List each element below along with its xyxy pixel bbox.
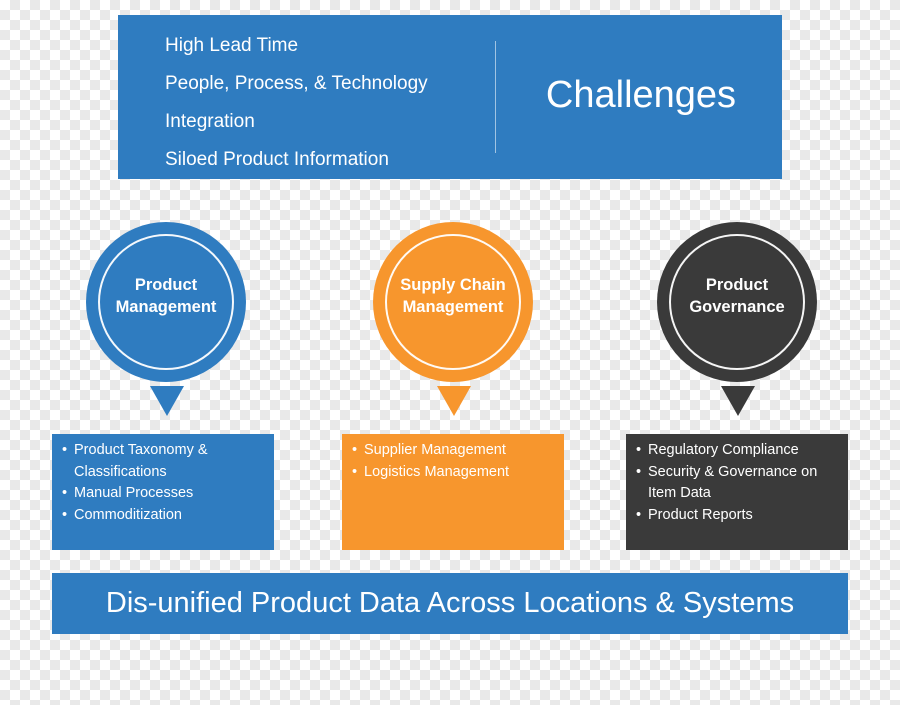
pin-product-governance: Product Governance [657, 222, 817, 418]
challenge-list: High Lead Time People, Process, & Techno… [165, 27, 428, 179]
product-governance-details: Regulatory Compliance Security & Governa… [626, 434, 848, 550]
pin-label: Supply Chain Management [373, 274, 533, 318]
challenge-item: Siloed Product Information [165, 149, 389, 170]
bullet-item: Security & Governance on Item Data [636, 462, 840, 505]
pin-pointer [721, 386, 755, 416]
pin-label-line2: Management [115, 298, 217, 316]
pin-label: Product Management [86, 274, 246, 318]
pin-label: Product Governance [657, 274, 817, 318]
supply-chain-details: Supplier Management Logistics Management [342, 434, 564, 550]
product-management-details: Product Taxonomy & Classifications Manua… [52, 434, 274, 550]
challenge-item: Integration [165, 111, 255, 132]
pin-ring [669, 234, 805, 370]
pin-product-management: Product Management [86, 222, 246, 418]
pin-pointer [150, 386, 184, 416]
bullet-item: Product Reports [636, 505, 840, 527]
challenges-title: Challenges [545, 74, 737, 116]
pin-label-line1: Supply Chain [400, 276, 506, 294]
pin-label-line2: Management [402, 298, 504, 316]
bullet-item: Regulatory Compliance [636, 440, 840, 462]
pin-pointer [437, 386, 471, 416]
pin-label-line1: Product [134, 276, 198, 294]
challenge-item: High Lead Time [165, 35, 299, 56]
challenges-banner: High Lead Time People, Process, & Techno… [118, 15, 782, 179]
pin-label-line2: Governance [689, 298, 785, 316]
pin-label-line1: Product [705, 276, 769, 294]
summary-banner: Dis-unified Product Data Across Location… [52, 573, 848, 634]
banner-divider [495, 41, 496, 153]
bullet-item: Product Taxonomy & Classifications [62, 440, 266, 483]
pin-supply-chain-management: Supply Chain Management [373, 222, 533, 418]
bullet-item: Commoditization [62, 505, 266, 527]
bullet-item: Logistics Management [352, 462, 556, 484]
pin-ring [385, 234, 521, 370]
challenge-item: People, Process, & Technology [165, 73, 428, 94]
pin-ring [98, 234, 234, 370]
bullet-item: Manual Processes [62, 483, 266, 505]
bullet-item: Supplier Management [352, 440, 556, 462]
